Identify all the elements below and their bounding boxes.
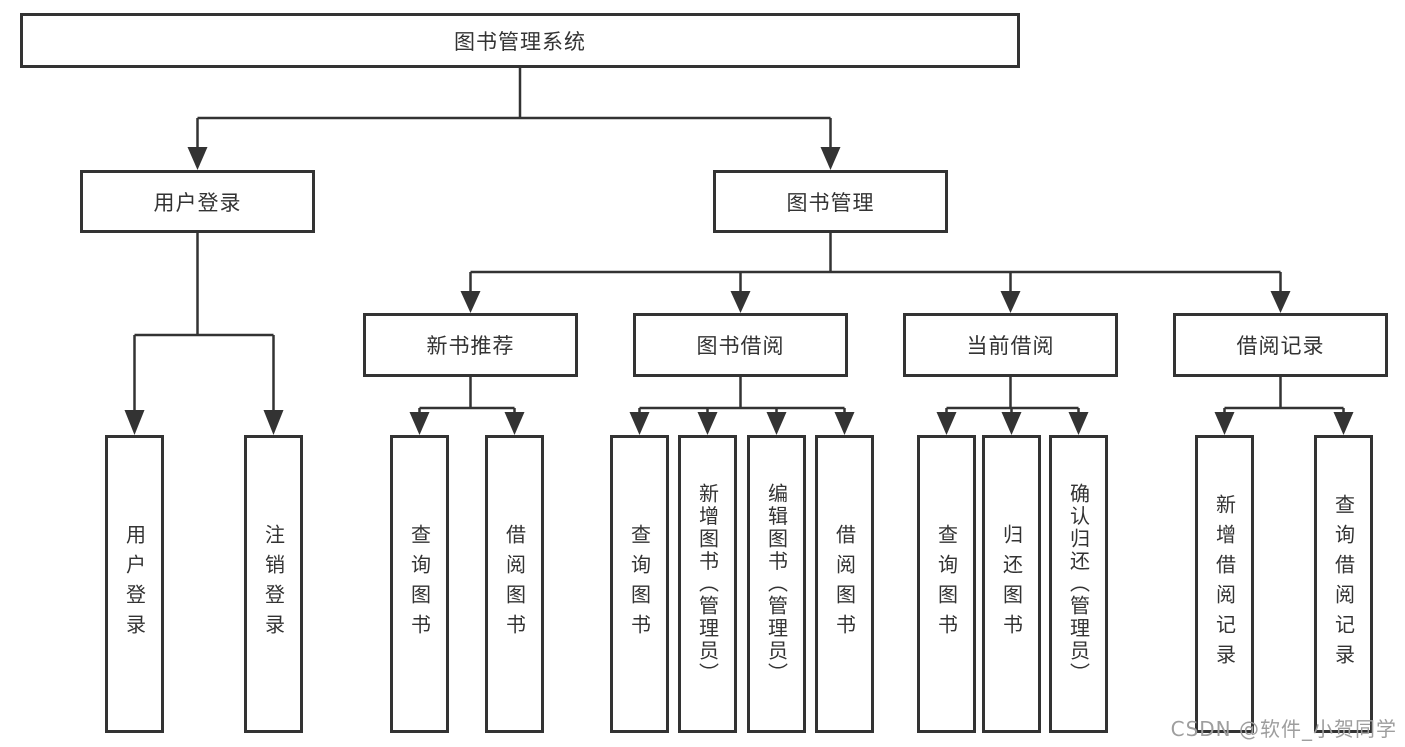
leaf-return-book: 归还图书	[982, 435, 1041, 733]
leaf-query-books-borrow: 查询图书	[610, 435, 669, 733]
node-label: 查询借阅记录	[1331, 494, 1356, 674]
node-label: 确认归还（管理员）	[1066, 483, 1091, 685]
leaf-add-borrow-record: 新增借阅记录	[1195, 435, 1254, 733]
node-label: 查询图书	[934, 524, 959, 644]
node-label: 借阅图书	[502, 524, 527, 644]
node-current-borrow: 当前借阅	[903, 313, 1118, 377]
node-label: 图书管理	[786, 190, 875, 215]
node-label: 用户登录	[153, 190, 242, 215]
node-book-management: 图书管理	[713, 170, 948, 233]
node-new-book-recommend: 新书推荐	[363, 313, 578, 377]
node-user-login: 用户登录	[80, 170, 315, 233]
node-label: 新书推荐	[426, 334, 515, 358]
node-label: 图书借阅	[696, 334, 785, 358]
leaf-borrow-books-recommend: 借阅图书	[485, 435, 544, 733]
node-book-borrow: 图书借阅	[633, 313, 848, 377]
leaf-query-books-current: 查询图书	[917, 435, 976, 733]
node-label: 注销登录	[261, 524, 286, 644]
node-label: 图书管理系统	[454, 29, 586, 54]
node-label: 当前借阅	[966, 334, 1055, 358]
node-label: 查询图书	[627, 524, 652, 644]
leaf-confirm-return-admin: 确认归还（管理员）	[1049, 435, 1108, 733]
leaf-add-book-admin: 新增图书（管理员）	[678, 435, 737, 733]
node-label: 借阅记录	[1236, 334, 1325, 358]
csdn-watermark: CSDN @软件_小贺同学	[1170, 717, 1397, 741]
node-label: 新增借阅记录	[1212, 494, 1237, 674]
node-label: 编辑图书（管理员）	[764, 483, 789, 685]
node-borrow-records: 借阅记录	[1173, 313, 1388, 377]
node-label: 用户登录	[122, 524, 147, 644]
leaf-borrow-books: 借阅图书	[815, 435, 874, 733]
node-label: 归还图书	[999, 524, 1024, 644]
leaf-query-books-recommend: 查询图书	[390, 435, 449, 733]
node-label: 借阅图书	[832, 524, 857, 644]
leaf-logout: 注销登录	[244, 435, 303, 733]
node-label: 查询图书	[407, 524, 432, 644]
node-root-system: 图书管理系统	[20, 13, 1020, 68]
leaf-edit-book-admin: 编辑图书（管理员）	[747, 435, 806, 733]
node-label: 新增图书（管理员）	[695, 483, 720, 685]
leaf-query-borrow-record: 查询借阅记录	[1314, 435, 1373, 733]
leaf-user-login: 用户登录	[105, 435, 164, 733]
